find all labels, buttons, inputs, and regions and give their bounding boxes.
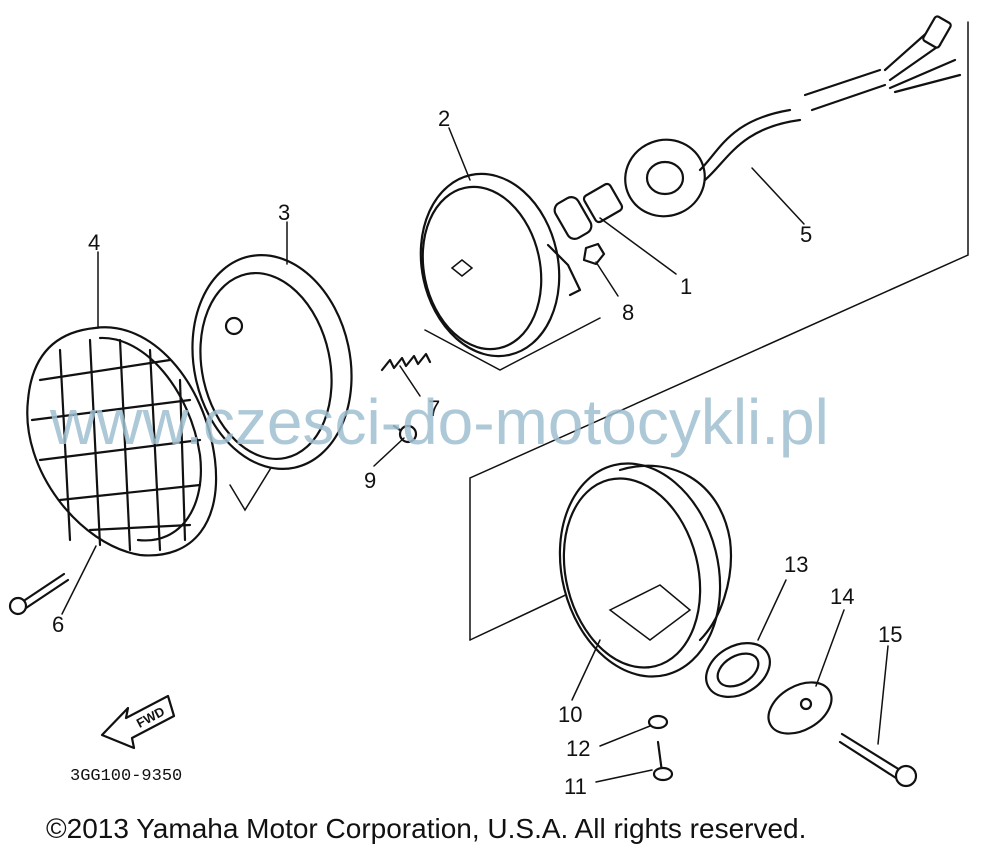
part-11-screw: [652, 740, 674, 782]
leader-lines: [61, 127, 889, 783]
copyright-text: ©2013 Yamaha Motor Corporation, U.S.A. A…: [46, 813, 806, 844]
callout-labels: 1 2 3 4 5 6 7 8 9 10 11 12 13 14 15: [52, 106, 902, 799]
watermark-text: www.czesci-do-motocykli.pl: [49, 386, 829, 458]
part-13-grommet: [705, 642, 771, 698]
callout-12: 12: [566, 736, 590, 761]
callout-7: 7: [428, 396, 440, 421]
callout-3: 3: [278, 200, 290, 225]
callout-4: 4: [88, 230, 100, 255]
callout-8: 8: [622, 300, 634, 325]
callout-6: 6: [52, 612, 64, 637]
part-7-spring: [380, 352, 432, 372]
part-code: 3GG100-9350: [70, 767, 182, 786]
part-5-socket-harness: [624, 15, 962, 218]
callout-15: 15: [878, 622, 902, 647]
part-15-bolt: [838, 732, 918, 788]
part-3-headlight-rim: [191, 254, 353, 470]
callout-14: 14: [830, 584, 854, 609]
callout-5: 5: [800, 222, 812, 247]
fwd-arrow-icon: FWD: [100, 694, 176, 750]
part-1-bulb: [553, 182, 624, 240]
callout-1: 1: [680, 274, 692, 299]
callout-9: 9: [364, 468, 376, 493]
callout-10: 10: [558, 702, 582, 727]
part-8-nut: [582, 242, 606, 266]
callout-13: 13: [784, 552, 808, 577]
part-14-cover: [767, 681, 833, 735]
part-2-lens-unit: [419, 172, 582, 358]
part-10-housing: [558, 462, 732, 678]
part-6-bolt: [8, 572, 70, 616]
callout-2: 2: [438, 106, 450, 131]
callout-11: 11: [564, 774, 587, 799]
part-4-headlight-guard: [26, 326, 218, 557]
part-12-washer: [647, 714, 669, 730]
